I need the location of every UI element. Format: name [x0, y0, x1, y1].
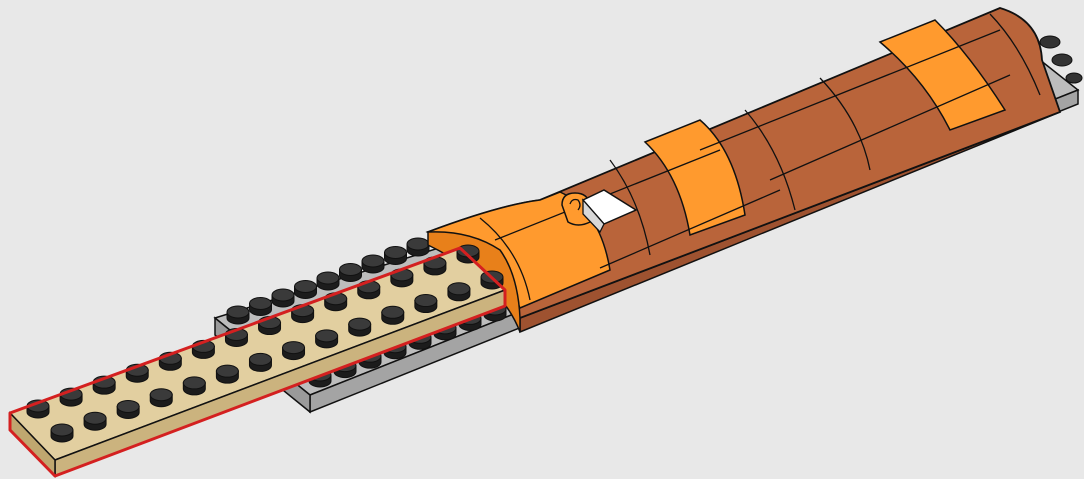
tan-stud	[249, 353, 271, 371]
tan-stud	[51, 424, 73, 442]
gray-stud	[340, 264, 362, 282]
tan-stud	[316, 330, 338, 348]
tan-stud	[216, 365, 238, 383]
gray-stud	[362, 255, 384, 273]
gray-stud	[407, 238, 429, 256]
gray-stud	[272, 289, 294, 307]
tan-stud	[117, 400, 139, 418]
tan-stud	[283, 342, 305, 360]
tan-stud	[349, 318, 371, 336]
tan-stud	[84, 412, 106, 430]
tan-stud	[183, 377, 205, 395]
tan-stud	[150, 389, 172, 407]
tan-stud	[382, 306, 404, 324]
tan-stud	[448, 283, 470, 301]
gray-stud	[295, 281, 317, 299]
tan-stud	[415, 295, 437, 313]
gray-stud	[385, 247, 407, 265]
curved-slope-row	[428, 8, 1082, 332]
gray-stud	[317, 272, 339, 290]
gray-stud	[250, 298, 272, 316]
gray-stud	[227, 306, 249, 324]
